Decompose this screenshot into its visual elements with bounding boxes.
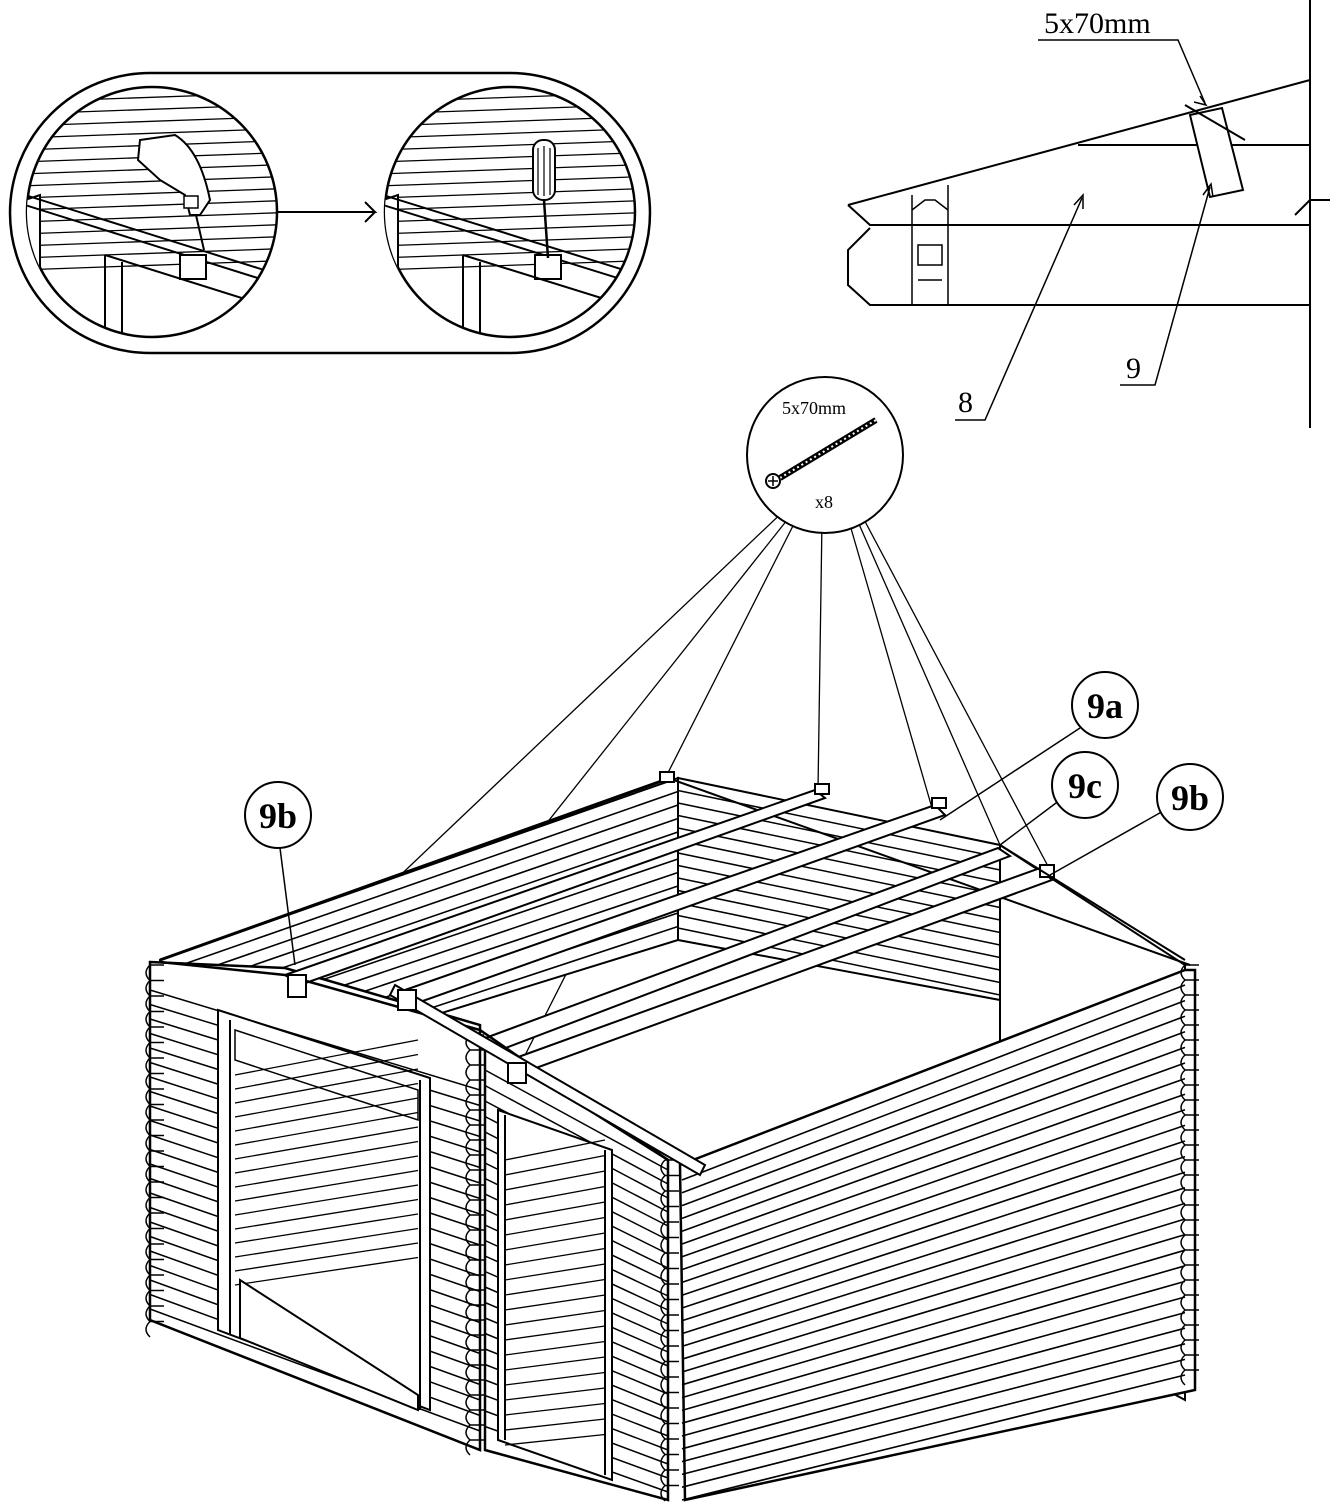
callout-9a: 9a — [1071, 671, 1139, 739]
callout-9b-left-label: 9b — [259, 796, 297, 836]
part-9-label: 9 — [1126, 352, 1141, 385]
drill-step-circle — [25, 85, 279, 339]
callout-9b-right: 9b — [1156, 763, 1224, 831]
drill-icon — [136, 133, 212, 251]
screw-icon — [765, 417, 878, 489]
screw-bubble-qty: x8 — [815, 492, 833, 512]
callout-9b-left: 9b — [244, 781, 312, 849]
screw-size-label: 5x70mm — [1044, 7, 1151, 40]
screw-bubble-size: 5x70mm — [782, 398, 846, 418]
screw-bubble: 5x70mm x8 — [746, 376, 904, 534]
left-door-opening — [217, 1008, 431, 1412]
tool-sequence-panel — [8, 71, 652, 355]
screwdriver-icon — [532, 139, 556, 259]
callout-leaders — [279, 727, 1166, 966]
section-detail: 5x70mm 8 9 — [847, 0, 1330, 428]
callout-9b-right-label: 9b — [1171, 778, 1209, 818]
roof-purlins — [159, 771, 1191, 1177]
log-building — [145, 771, 1199, 1502]
arrow-icon — [278, 201, 378, 223]
callout-9a-label: 9a — [1087, 686, 1123, 726]
callout-9c: 9c — [1051, 751, 1119, 819]
part-8-label: 8 — [958, 386, 973, 419]
right-door-opening — [497, 1108, 613, 1482]
callout-9c-label: 9c — [1068, 766, 1102, 806]
